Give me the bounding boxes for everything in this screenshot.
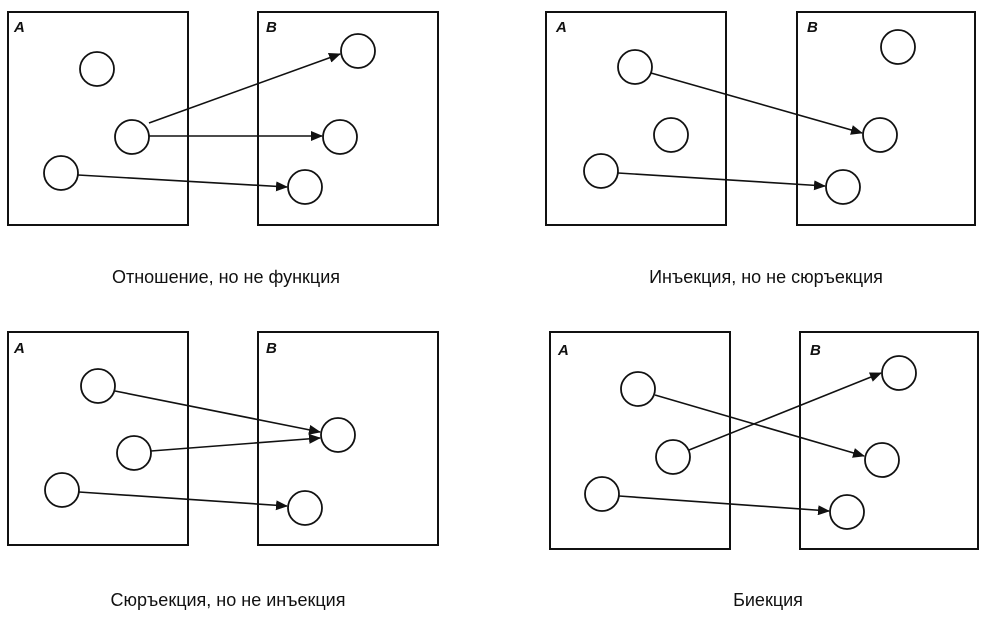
mapping-arrow <box>77 174 288 192</box>
element-a1 <box>79 51 115 87</box>
set-a-label: A <box>13 340 25 357</box>
mapping-arrow <box>654 394 865 458</box>
element-b1 <box>340 33 376 69</box>
panel-caption: Сюръекция, но не инъекция <box>111 590 346 610</box>
element-b3 <box>825 169 861 205</box>
set-a-box <box>7 11 189 226</box>
set-a-box <box>7 331 189 546</box>
element-a1 <box>80 368 116 404</box>
panel-relation-not-function: A B Отношение, но не функция <box>7 11 439 287</box>
element-a2 <box>114 119 150 155</box>
element-b1 <box>320 417 356 453</box>
set-b-box <box>257 331 439 546</box>
panel-surjection-not-injection: A B Сюръекция, но не инъекция <box>7 331 439 610</box>
element-b1 <box>880 29 916 65</box>
mapping-arrow <box>617 172 826 191</box>
mapping-arrow <box>150 433 321 452</box>
element-a2 <box>655 439 691 475</box>
element-b2 <box>322 119 358 155</box>
set-a-label: A <box>557 342 569 359</box>
mapping-arrow <box>114 390 321 435</box>
element-a1 <box>617 49 653 85</box>
element-a3 <box>583 153 619 189</box>
mapping-arrow <box>618 495 830 516</box>
set-b-label: B <box>807 19 818 36</box>
mapping-arrow <box>688 372 882 451</box>
panel-caption: Отношение, но не функция <box>112 267 340 287</box>
set-a-label: A <box>13 19 25 36</box>
element-a3 <box>584 476 620 512</box>
set-a-label: A <box>555 19 567 36</box>
element-b2 <box>287 490 323 526</box>
mapping-arrow <box>148 53 341 124</box>
set-b-box <box>796 11 976 226</box>
element-a3 <box>43 155 79 191</box>
panel-injection-not-surjection: A B Инъекция, но не сюръекция <box>545 11 976 287</box>
set-b-label: B <box>266 19 277 36</box>
panel-bijection: A B Биекция <box>549 331 979 610</box>
element-b2 <box>864 442 900 478</box>
element-a1 <box>620 371 656 407</box>
set-b-label: B <box>266 340 277 357</box>
element-a2 <box>116 435 152 471</box>
set-b-label: B <box>810 342 821 359</box>
set-a-box <box>545 11 727 226</box>
mapping-arrow <box>78 491 288 511</box>
set-a-box <box>549 331 731 550</box>
element-b1 <box>881 355 917 391</box>
element-a2 <box>653 117 689 153</box>
panel-caption: Инъекция, но не сюръекция <box>649 267 883 287</box>
element-b3 <box>287 169 323 205</box>
panel-caption: Биекция <box>733 590 803 610</box>
element-a3 <box>44 472 80 508</box>
set-b-box <box>799 331 979 550</box>
set-b-box <box>257 11 439 226</box>
element-b2 <box>862 117 898 153</box>
element-b3 <box>829 494 865 530</box>
mapping-arrow <box>650 72 863 135</box>
